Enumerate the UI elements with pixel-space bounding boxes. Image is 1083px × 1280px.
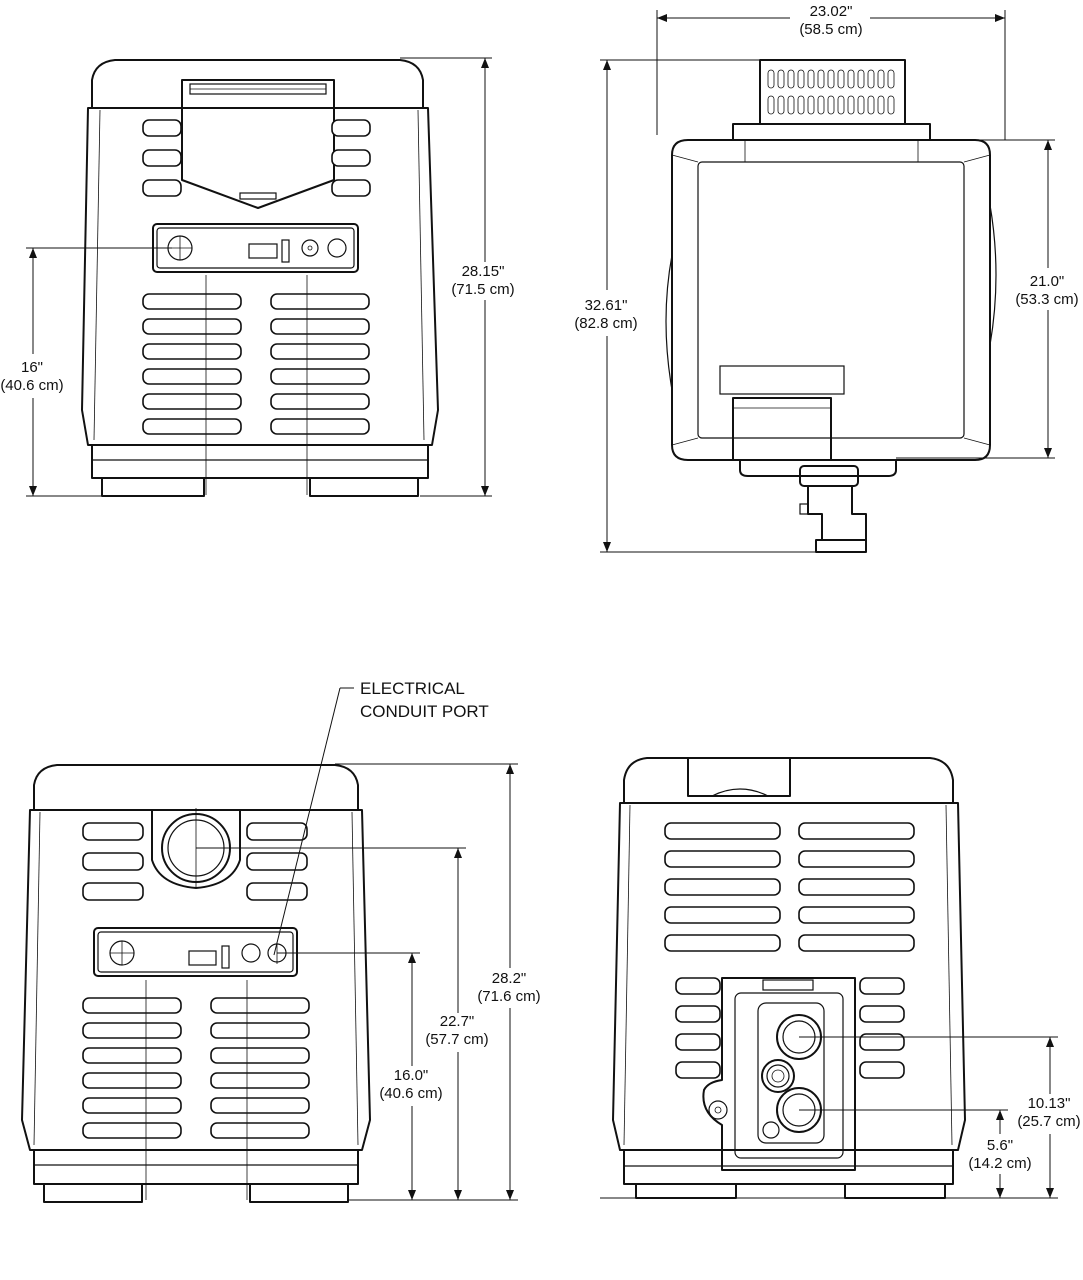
- top-depth-body-cm: (53.3 cm): [1015, 291, 1078, 308]
- dimension-top-width: 23.02" (58.5 cm): [656, 0, 1006, 140]
- front-height-cm: (71.5 cm): [451, 281, 514, 298]
- dimension-top-depth-body: 21.0" (53.3 cm): [896, 139, 1079, 459]
- front-lower-grille: [142, 293, 370, 435]
- top-width-in: 23.02": [810, 3, 853, 20]
- rear-vent-in: 22.7": [440, 1013, 475, 1030]
- conduit-label-line2: CONDUIT PORT: [360, 702, 489, 721]
- dimension-side-lower-port: 5.6" (14.2 cm): [799, 1109, 1032, 1198]
- electrical-conduit-callout: ELECTRICAL CONDUIT PORT: [273, 679, 489, 956]
- top-depth-body-in: 21.0": [1030, 273, 1065, 290]
- rear-conduit-in: 16.0": [394, 1067, 429, 1084]
- dimension-front-height: 28.15" (71.5 cm): [400, 57, 515, 497]
- dimension-side-upper-port: 10.13" (25.7 cm): [600, 1036, 1081, 1199]
- front-view: [81, 59, 439, 497]
- front-control-in: 16": [21, 359, 43, 376]
- front-control-cm: (40.6 cm): [0, 377, 63, 394]
- side-view: [612, 757, 966, 1199]
- side-lower-port-in: 5.6": [987, 1137, 1013, 1154]
- dimension-front-control: 16" (40.6 cm): [0, 247, 172, 497]
- dimension-rear-conduit: 16.0" (40.6 cm): [277, 952, 443, 1200]
- rear-height-cm: (71.6 cm): [477, 988, 540, 1005]
- top-view: [665, 59, 997, 553]
- dimension-rear-height: 28.2" (71.6 cm): [335, 763, 541, 1201]
- side-upper-port-in: 10.13": [1028, 1095, 1071, 1112]
- top-depth-total-cm: (82.8 cm): [574, 315, 637, 332]
- side-upper-port-cm: (25.7 cm): [1017, 1113, 1080, 1130]
- dimension-rear-vent: 22.7" (57.7 cm): [196, 847, 489, 1200]
- top-width-cm: (58.5 cm): [799, 21, 862, 38]
- top-depth-total-in: 32.61": [585, 297, 628, 314]
- rear-conduit-cm: (40.6 cm): [379, 1085, 442, 1102]
- side-lower-port-cm: (14.2 cm): [968, 1155, 1031, 1172]
- dimension-top-depth-total: 32.61" (82.8 cm): [574, 59, 816, 553]
- conduit-label-line1: ELECTRICAL: [360, 679, 465, 698]
- rear-view: [21, 764, 371, 1203]
- front-height-in: 28.15": [462, 263, 505, 280]
- rear-height-in: 28.2": [492, 970, 527, 987]
- rear-vent-cm: (57.7 cm): [425, 1031, 488, 1048]
